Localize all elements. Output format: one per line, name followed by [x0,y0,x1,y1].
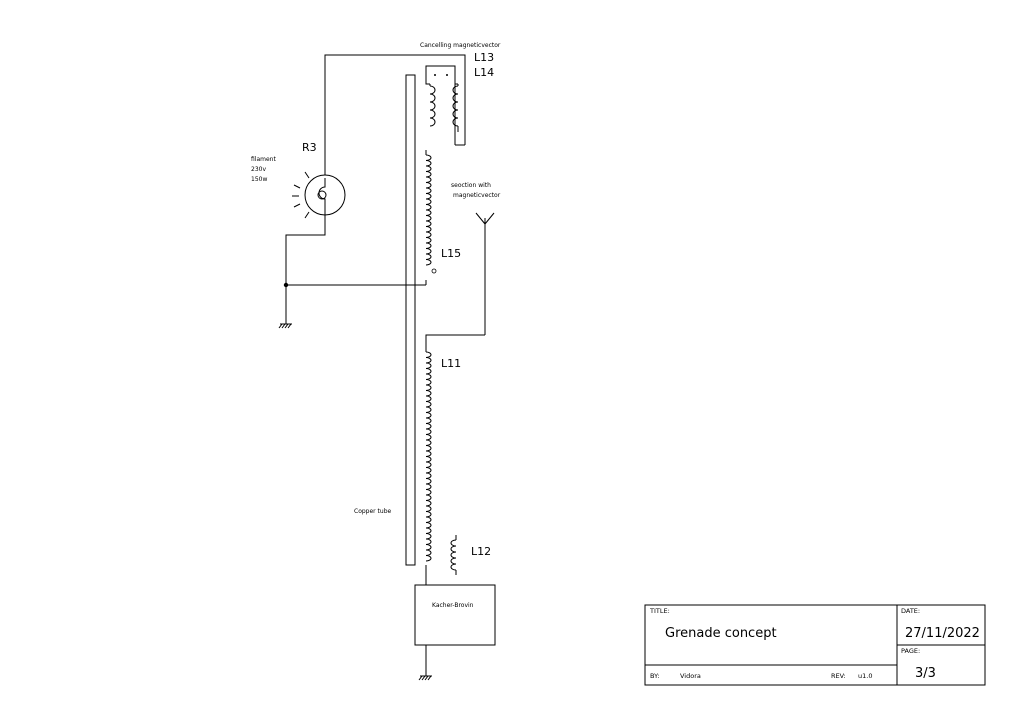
label-l13: L13 [474,51,494,64]
label-section-1: seoction with [451,182,491,189]
coil-l15 [425,154,432,266]
coil-l14 [452,85,459,127]
l13-dot [434,74,436,76]
tb-date-value: 27/11/2022 [905,626,980,641]
tb-page-value: 3/3 [915,666,936,681]
label-filament-3: 150w [251,176,267,183]
l15-terminal [431,268,437,274]
label-r3: R3 [302,141,317,154]
label-l11: L11 [441,357,461,370]
tb-date-caption: DATE: [901,607,920,615]
label-l12: L12 [471,545,491,558]
kacher-box [414,584,496,646]
wire-lamp-node [285,215,326,285]
tb-title-caption: TITLE: [649,607,670,615]
label-filament-1: filament [251,156,276,163]
label-section-2: magneticvector [453,192,501,199]
tb-title-value: Grenade concept [665,626,777,641]
lamp-r3 [292,171,346,219]
coil-l12 [450,539,457,571]
ground-symbol-left [278,323,292,329]
coil-l11 [425,351,432,562]
antenna-symbol [475,212,495,335]
title-block: TITLE: Grenade concept DATE: 27/11/2022 … [644,604,986,686]
tb-page-caption: PAGE: [901,647,920,655]
l14-dot [446,74,448,76]
label-copper-tube: Copper tube [354,508,392,515]
label-kacher: Kacher-Brovin [432,602,474,609]
copper-tube [405,74,416,566]
tb-by-caption: BY: [650,672,659,680]
wire-antenna-l11 [425,334,485,352]
l13-l14-housing [425,65,458,85]
label-l15: L15 [441,247,461,260]
tb-rev-value: u1.0 [858,672,872,680]
tb-by-value: Vidora [680,672,701,680]
tb-rev-caption: REV: [831,672,846,680]
label-cancel-vector: Cancelling magneticvector [420,42,501,49]
ground-symbol-bottom [418,675,432,681]
wire-top-loop [324,54,466,178]
coil-l13 [429,85,436,127]
label-filament-2: 230v [251,166,266,173]
label-l14: L14 [474,66,494,79]
